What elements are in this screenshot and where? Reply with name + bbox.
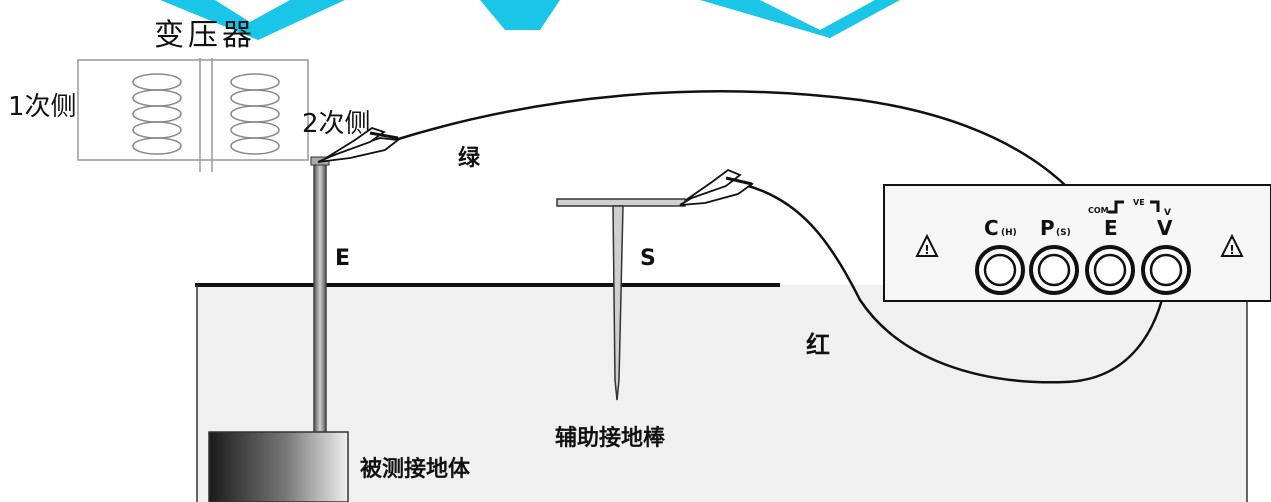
- warning-icon-right: !: [1220, 233, 1244, 257]
- com-label: COM: [1088, 206, 1109, 215]
- socket-e: [1085, 245, 1135, 295]
- primary-coil: [132, 73, 182, 155]
- green-wire-label: 绿: [458, 145, 481, 171]
- terminal-e-label: E: [1104, 216, 1118, 240]
- grounding-body-label: 被测接地体: [360, 457, 471, 482]
- terminal-p-sub: (S): [1056, 228, 1071, 238]
- aux-rod: [612, 205, 624, 401]
- grounding-body: [208, 431, 349, 502]
- meter-faceplate: [883, 184, 1271, 302]
- ground: [195, 283, 1248, 502]
- svg-text:!: !: [924, 243, 929, 257]
- transformer-frame: [77, 59, 309, 161]
- v-small-label: V: [1164, 208, 1171, 218]
- ve-label: VE: [1133, 198, 1145, 207]
- transformer-title: 变压器: [154, 18, 256, 53]
- aux-electrode: S 辅助接地棒: [555, 198, 686, 451]
- aux-crossbar: [556, 198, 686, 207]
- red-clip: [679, 168, 755, 206]
- watermark-shape-center: [480, 0, 560, 30]
- socket-c: [975, 245, 1025, 295]
- red-wire: [744, 183, 1170, 384]
- earth-electrode-label: E: [335, 246, 350, 271]
- watermark-shape-right: [700, 0, 900, 38]
- terminal-p-label: P: [1040, 216, 1055, 240]
- meter-panel: ! ! C (H) P (S) E V COM VE V: [883, 184, 1271, 302]
- aux-rod-label: 辅助接地棒: [555, 425, 666, 451]
- red-wire-label: 红: [806, 331, 830, 359]
- warning-icon-left: !: [915, 233, 939, 257]
- green-clip: [317, 127, 401, 163]
- aux-electrode-label: S: [640, 246, 656, 271]
- com-bracket: [1108, 200, 1124, 214]
- earth-rod: [313, 159, 327, 435]
- secondary-coil: [230, 73, 280, 155]
- secondary-side-label: 2次侧: [302, 109, 371, 139]
- socket-v: [1141, 245, 1191, 295]
- terminal-v-label: V: [1157, 216, 1173, 240]
- terminal-c-label: C: [984, 216, 999, 240]
- svg-text:!: !: [1229, 243, 1234, 257]
- ground-area: [197, 285, 1247, 502]
- socket-p: [1029, 245, 1079, 295]
- terminal-c-sub: (H): [1001, 228, 1017, 238]
- v-bracket: [1150, 200, 1160, 212]
- transformer: 变压器 1次侧 2次侧: [8, 18, 371, 172]
- watermark: [160, 0, 900, 40]
- primary-side-label: 1次侧: [8, 92, 77, 122]
- watermark-shape-left: [160, 0, 345, 40]
- earth-electrode: E 被测接地体: [208, 156, 471, 502]
